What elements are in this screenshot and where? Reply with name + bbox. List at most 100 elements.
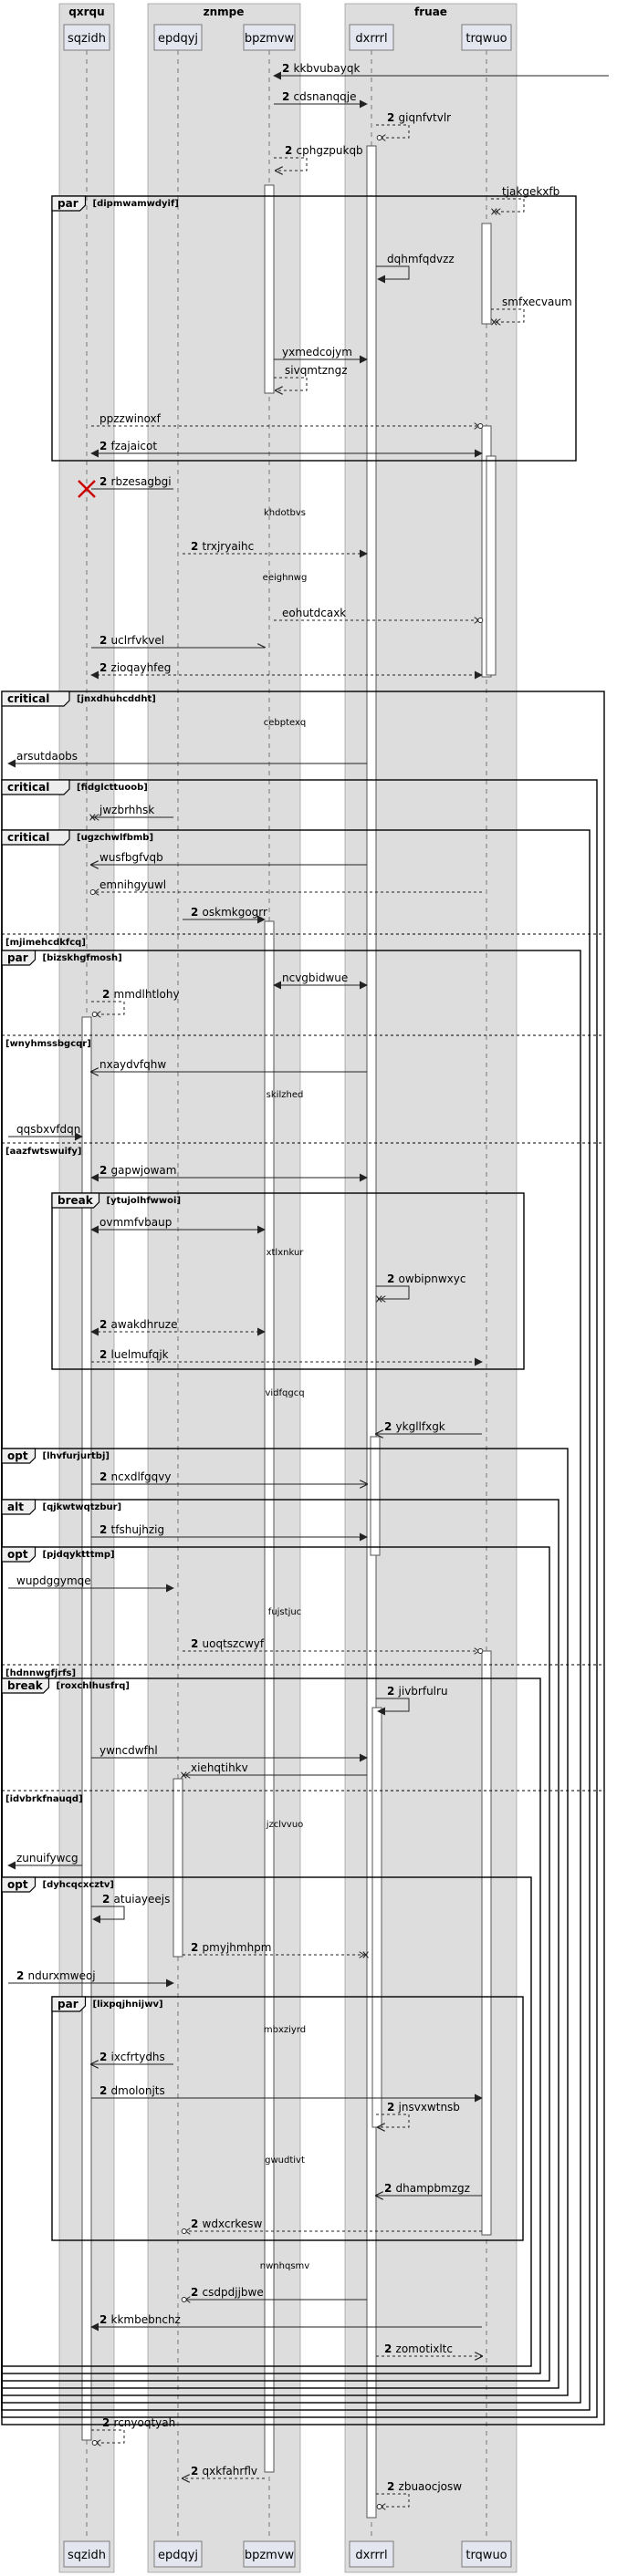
message-uoqtszcwyf[interactable]: 2 uoqtszcwyf xyxy=(183,1637,482,1651)
message-label: yxmedcojym xyxy=(282,346,352,358)
message-ncvgbidwue[interactable]: ncvgbidwue xyxy=(273,971,368,990)
message-ywncdwfhl[interactable]: ywncdwfhl xyxy=(91,1744,368,1762)
fragment-keyword: alt xyxy=(7,1501,24,1513)
message-zioqayhfeg[interactable]: 2 zioqayhfeg xyxy=(90,661,483,680)
participant-trqwuo[interactable] xyxy=(461,24,512,51)
message-cphgzpukqb[interactable]: 2 cphgzpukqb xyxy=(274,144,363,171)
message-mmdlhtlohy[interactable]: 2 mmdlhtlohy xyxy=(91,988,180,1014)
message-jwzbrhhsk[interactable]: jwzbrhhsk xyxy=(91,804,173,817)
message-label: nxaydvfqhw xyxy=(99,1058,166,1071)
delay: fujstjuc xyxy=(268,1607,301,1617)
message-yxmedcojym[interactable]: yxmedcojym xyxy=(274,346,368,364)
participant-bpzmvw-bottom[interactable] xyxy=(243,2540,296,2568)
delay-label: khdotbvs xyxy=(264,508,306,518)
fragment-par: par [dipmwamwdyif] xyxy=(51,195,577,462)
fragment-guard: [ytujolhfwwoi] xyxy=(107,1196,182,1206)
message-csdpdjjbwe[interactable]: 2 csdpdjjbwe xyxy=(183,2286,367,2300)
message-label: eohutdcaxk xyxy=(282,607,346,619)
delay: jzclvvuo xyxy=(266,1820,304,1830)
message-label: qqsbxvfdqn xyxy=(16,1123,80,1136)
participant-dxrrrl[interactable] xyxy=(349,24,394,51)
message-qxkfahrflv[interactable]: 2 qxkfahrflv xyxy=(183,2465,265,2478)
message-dhampbmzgz[interactable]: 2 dhampbmzgz xyxy=(376,2182,482,2196)
message-owbipnwxyc[interactable]: 2 owbipnwxyc xyxy=(376,1272,465,1299)
delays: khdotbvseeighnwgcebptexqskilzhedxtlxnkur… xyxy=(260,508,309,2271)
fragment-dividers: [mjimehcdkfcq][wnyhmssbgcqr][aazfwtswuif… xyxy=(2,933,604,1804)
message-gapwjowam[interactable]: 2 gapwjowam xyxy=(90,1164,368,1182)
message-eohutdcaxk[interactable]: eohutdcaxk xyxy=(274,607,482,620)
message-oskmkgogrr[interactable]: 2 oskmkgogrr xyxy=(183,906,267,924)
fragment-divider: [wnyhmssbgcqr] xyxy=(2,1034,604,1049)
message-xiehqtihkv[interactable]: xiehqtihkv xyxy=(183,1761,367,1775)
message-tjakgekxfb[interactable]: tjakgekxfb xyxy=(491,185,559,212)
message-wupdggymqe[interactable]: wupdggymqe xyxy=(8,1574,174,1593)
message-ncxdlfgqvy[interactable]: 2 ncxdlfgqvy xyxy=(91,1470,367,1484)
message-ovmmfvbaup[interactable]: ovmmfvbaup xyxy=(90,1216,266,1234)
message-dmolonjts[interactable]: 2 dmolonjts xyxy=(91,2084,483,2103)
message-label: ywncdwfhl xyxy=(99,1744,158,1757)
message-label: 2 rbzesagbgi xyxy=(99,475,172,488)
message-label: 2 rcnyoqtyah xyxy=(102,2416,175,2429)
participant-epdqyj[interactable] xyxy=(153,24,203,51)
message-atuiayeejs[interactable]: 2 atuiayeejs xyxy=(91,1893,170,1924)
participant-sqzidh-bottom[interactable] xyxy=(63,2540,110,2568)
delay: vidfqgcq xyxy=(265,1388,304,1398)
message-qqsbxvfdqn[interactable]: qqsbxvfdqn xyxy=(8,1123,83,1141)
message-wdxcrkesw[interactable]: 2 wdxcrkesw xyxy=(183,2218,482,2231)
message-jnsvxwtnsb[interactable]: 2 jnsvxwtnsb xyxy=(376,2101,460,2127)
participant-bpzmvw[interactable] xyxy=(243,24,296,51)
fragment-guard: [dipmwamwdyif] xyxy=(93,199,179,209)
message-kkmbebnchz[interactable]: 2 kkmbebnchz xyxy=(90,2313,482,2332)
message-awakdhruze[interactable]: 2 awakdhruze xyxy=(90,1318,266,1336)
participant-sqzidh[interactable] xyxy=(63,24,110,51)
message-zbuaocjosw[interactable]: 2 zbuaocjosw xyxy=(376,2480,462,2507)
message-ndurxmweoj[interactable]: 2 ndurxmweoj xyxy=(8,1969,174,1988)
message-kkbvubayqk[interactable]: 2 kkbvubayqk xyxy=(273,62,609,80)
activation-bar xyxy=(371,1707,382,2128)
message-luelmufqjk[interactable]: 2 luelmufqjk xyxy=(91,1348,483,1366)
fragment-opt: opt[dyhcqcxcztv] xyxy=(1,1876,532,2367)
message-ppzzwinoxf[interactable]: ppzzwinoxf xyxy=(91,412,482,426)
activation-bar xyxy=(481,1650,492,2236)
message-emnihgyuwl[interactable]: emnihgyuwl xyxy=(91,878,482,892)
message-ixcfrtydhs[interactable]: 2 ixcfrtydhs xyxy=(91,2051,173,2064)
message-giqnfvtvlr[interactable]: 2 giqnfvtvlr xyxy=(376,111,451,138)
fragment-guard: [lixpqjhnijwv] xyxy=(93,2000,163,2010)
message-wusfbgfvqb[interactable]: wusfbgfvqb xyxy=(91,851,367,865)
message-fzajaicot[interactable]: 2 fzajaicot xyxy=(90,440,483,458)
message-ykgllfxgk[interactable]: 2 ykgllfxgk xyxy=(376,1420,482,1434)
message-trxjryaihc[interactable]: 2 trxjryaihc xyxy=(183,540,368,558)
message-arsutdaobs[interactable]: arsutdaobs xyxy=(7,750,367,768)
participant-trqwuo-bottom[interactable] xyxy=(461,2540,512,2568)
message-rbzesagbgi[interactable]: 2 rbzesagbgi xyxy=(78,475,173,498)
message-zunuifywcg[interactable]: zunuifywcg xyxy=(7,1852,82,1870)
activation-bar xyxy=(264,920,275,2473)
message-uclrfvkvel[interactable]: 2 uclrfvkvel xyxy=(91,634,265,648)
message-cdsnanqqje[interactable]: 2 cdsnanqqje xyxy=(274,90,368,109)
fragment-divider: [hdnnwgfjrfs] xyxy=(2,1664,604,1678)
participant-heads-top: sqzidh epdqyj bpzmvw dxrrrl trqwuo xyxy=(63,24,512,51)
fragment-guard: [pjdqyktttmp] xyxy=(43,1550,115,1560)
message-rcnyoqtyah[interactable]: 2 rcnyoqtyah xyxy=(91,2416,175,2443)
message-jivbrfulru[interactable]: 2 jivbrfulru xyxy=(376,1685,448,1716)
participant-epdqyj-bottom[interactable] xyxy=(153,2540,203,2568)
participant-dxrrrl-bottom[interactable] xyxy=(349,2540,394,2568)
message-smfxecvaum[interactable]: smfxecvaum xyxy=(491,296,572,322)
delay-label: nwnhqsmv xyxy=(260,2261,309,2271)
message-nxaydvfqhw[interactable]: nxaydvfqhw xyxy=(91,1058,367,1072)
delay-label: jzclvvuo xyxy=(266,1820,304,1830)
fragment-guard: [qjkwtwqtzbur] xyxy=(43,1502,122,1512)
message-label: 2 uclrfvkvel xyxy=(99,634,164,647)
delay: gwudtivt xyxy=(265,2155,305,2166)
message-sivqmtzngz[interactable]: sivqmtzngz xyxy=(274,364,348,390)
fragment-guard: [lhvfurjurtbj] xyxy=(43,1451,110,1461)
message-tfshujhzig[interactable]: 2 tfshujhzig xyxy=(91,1523,368,1542)
message-pmyjhmhpm[interactable]: 2 pmyjhmhpm xyxy=(183,1941,367,1955)
fragment-keyword: opt xyxy=(7,1449,28,1462)
fragment-keyword: par xyxy=(58,197,78,210)
message-zomotixltc[interactable]: 2 zomotixltc xyxy=(376,2342,482,2356)
message-label: 2 tfshujhzig xyxy=(99,1523,164,1536)
message-dqhmfqdvzz[interactable]: dqhmfqdvzz xyxy=(376,253,455,284)
activation-bars xyxy=(81,145,497,2519)
